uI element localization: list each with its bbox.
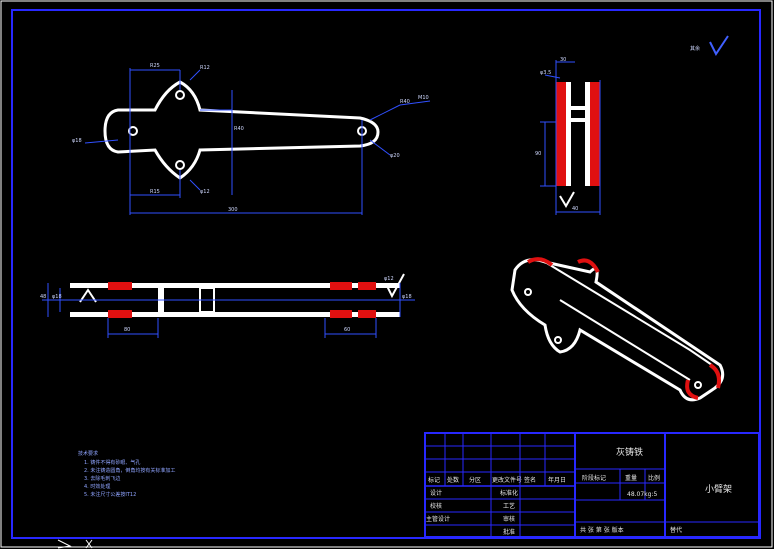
dim-front-4: φ18 xyxy=(402,294,412,300)
stage-label-1: 重量 xyxy=(625,474,637,482)
title-block xyxy=(424,432,760,538)
ucs-arrow-icon xyxy=(57,539,72,549)
dim-top-7: R40 xyxy=(234,126,244,132)
front-bushing-left-top xyxy=(108,282,132,290)
front-view-dimension-lines xyxy=(42,283,415,338)
dim-top-9: 300 xyxy=(228,207,238,213)
mid-row-0: 标准化 xyxy=(500,489,518,497)
dim-side-0: φ3.5 xyxy=(540,70,551,76)
mass-text: 48.07kg:5 xyxy=(627,491,657,498)
tech-note-1: 1. 铸件不得有砂眼、气孔 xyxy=(84,459,140,466)
header-label-4: 签名 xyxy=(524,476,536,484)
stage-label-0: 阶段标记 xyxy=(582,474,606,482)
header-label-5: 年月日 xyxy=(548,476,566,484)
tech-note-3: 3. 去除毛刺飞边 xyxy=(84,475,120,482)
mid-row-1: 工艺 xyxy=(503,502,515,510)
hole-left xyxy=(128,126,138,136)
side-web-top xyxy=(571,106,585,110)
dim-side-3: 40 xyxy=(572,206,578,212)
dim-side-2: 30 xyxy=(560,57,566,63)
front-check-mark xyxy=(385,273,405,299)
dim-top-5: R12 xyxy=(200,65,210,71)
technical-notes: 技术要求 1. 铸件不得有砂眼、气孔 2. 未注铸造圆角，倒角均按有关标准加工 … xyxy=(78,450,175,498)
dim-front-0: 80 xyxy=(124,327,130,333)
front-bottom-rail xyxy=(70,312,400,317)
front-bushing-left-bottom xyxy=(108,310,132,318)
side-plate-left xyxy=(566,82,571,186)
dim-top-3: R40 xyxy=(400,99,410,105)
title-block-text: 灰铸铁 小臂架 48.07kg:5 标记 处数 分区 更改文件号 签名 年月日 … xyxy=(426,446,732,536)
iso-arm-outline xyxy=(510,258,725,402)
dim-top-2: R15 xyxy=(150,189,160,195)
dim-top-4: φ20 xyxy=(390,153,400,159)
dim-front-5: φ12 xyxy=(384,276,394,282)
iso-hole-1 xyxy=(524,288,532,296)
dim-front-2: 48 xyxy=(40,294,46,300)
side-plate-left-red xyxy=(556,82,566,186)
side-view-dimension-lines xyxy=(540,60,601,215)
iso-edge-2 xyxy=(559,299,691,381)
iso-hole-3 xyxy=(694,381,702,389)
drawing-frame xyxy=(11,9,761,539)
header-label-0: 标记 xyxy=(428,476,440,484)
part-name: 小臂架 xyxy=(705,483,732,495)
front-bushing-right-bottom-2 xyxy=(358,310,376,318)
side-plate-right xyxy=(585,82,590,186)
dim-front-1: 60 xyxy=(344,327,350,333)
roughness-note: 其余 xyxy=(690,35,729,56)
side-roughness-mark xyxy=(559,191,575,208)
iso-bushing-2 xyxy=(577,258,600,273)
hole-top xyxy=(175,90,185,100)
front-view: 80 60 48 φ18 φ18 φ12 xyxy=(40,273,415,338)
roughness-label: 其余 xyxy=(690,45,700,52)
iso-hole-2 xyxy=(554,336,562,344)
hole-bottom xyxy=(175,160,185,170)
header-label-2: 分区 xyxy=(469,476,481,484)
dim-top-1: R25 xyxy=(150,63,160,69)
cross-marker-icon xyxy=(85,539,93,549)
front-bushing-right-bottom xyxy=(330,310,352,318)
tech-note-4: 4. 时效处理 xyxy=(84,483,110,490)
dim-side-1: 90 xyxy=(535,151,541,157)
iso-bushing-1 xyxy=(526,257,554,267)
side-plate-right-red xyxy=(590,82,600,186)
side-web-bottom xyxy=(571,118,585,122)
tech-note-2: 2. 未注铸造圆角，倒角均按有关标准加工 xyxy=(84,467,175,474)
top-view-dimension-lines xyxy=(84,68,431,215)
sheet-info: 共 张 第 张 版本 xyxy=(580,526,624,534)
header-label-3: 更改文件号 xyxy=(492,476,522,484)
front-top-rail xyxy=(70,283,400,288)
iso-bushing-4 xyxy=(685,379,699,400)
tech-notes-title: 技术要求 xyxy=(78,450,98,457)
front-roughness-mark xyxy=(79,288,97,303)
isometric-view xyxy=(510,257,725,402)
top-view: 300 R25 R15 φ18 R40 φ20 R12 φ12 R40 M10 xyxy=(72,63,431,215)
front-bushing-right-top-2 xyxy=(358,282,376,290)
left-row-1: 校核 xyxy=(430,502,442,510)
left-row-2: 主管设计 xyxy=(426,515,450,523)
iso-bushing-3 xyxy=(708,363,721,389)
left-row-0: 设计 xyxy=(430,489,442,497)
material-name: 灰铸铁 xyxy=(616,446,643,458)
front-bushing-right-top xyxy=(330,282,352,290)
replace-label: 替代 xyxy=(670,526,682,534)
side-view: φ3.5 90 30 40 xyxy=(535,57,601,215)
roughness-check-icon xyxy=(709,35,729,56)
arm-outline xyxy=(103,80,380,180)
mid-row-2: 审核 xyxy=(503,515,515,523)
mid-row-3: 批准 xyxy=(503,528,515,536)
dim-front-3: φ18 xyxy=(52,294,62,300)
iso-edge-1 xyxy=(544,261,713,366)
dim-top-0: φ18 xyxy=(72,138,82,144)
stage-label-2: 比例 xyxy=(648,474,660,482)
dim-top-6: φ12 xyxy=(200,189,210,195)
tech-note-5: 5. 未注尺寸公差按IT12 xyxy=(84,491,136,498)
header-label-1: 处数 xyxy=(447,476,459,484)
dim-top-8: M10 xyxy=(418,95,429,101)
